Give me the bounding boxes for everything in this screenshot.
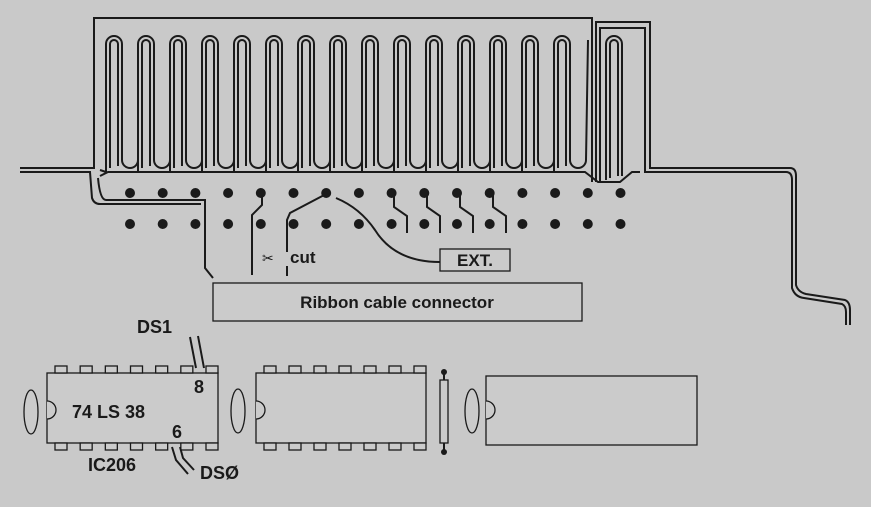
chip-pin: [263, 365, 277, 374]
solder-pad: [255, 188, 266, 198]
ext-label: EXT.: [457, 251, 493, 270]
chip-pin: [155, 365, 169, 374]
chip-pin: [104, 365, 118, 374]
ribbon-connector: [212, 282, 583, 322]
chip-pin: [288, 442, 302, 451]
chip-pin: [388, 365, 402, 374]
chip-label: 74 LS 38: [72, 402, 145, 422]
bus-trace: [99, 171, 640, 183]
solder-pad: [386, 219, 397, 229]
ribbon-connector-label: Ribbon cable connector: [300, 293, 494, 312]
heatsink-finger-right: [605, 35, 623, 180]
solder-pad: [353, 188, 364, 198]
heatsink-inner: [109, 39, 567, 168]
solder-pad: [288, 219, 299, 229]
solder-pad: [125, 219, 135, 229]
chip-pin: [388, 442, 402, 451]
solder-pad: [223, 188, 234, 198]
chip-pin: [338, 442, 352, 451]
ds0-label: DSØ: [200, 463, 239, 483]
resistor: [439, 379, 449, 444]
solder-pad: [190, 188, 201, 198]
ds0-wire: [171, 446, 195, 475]
chip-pin: [54, 442, 68, 451]
ds1-wire: [189, 335, 205, 369]
solder-pad: [517, 219, 528, 229]
chip-pin: [413, 442, 427, 451]
solder-pad: [452, 219, 462, 229]
chip-pin: [263, 442, 277, 451]
solder-pad: [517, 188, 528, 198]
dip-chip: [255, 372, 427, 444]
solder-pad: [255, 219, 266, 229]
solder-pad: [190, 219, 201, 229]
chip-pin: [205, 365, 219, 374]
cut-label: cut: [290, 248, 316, 267]
chip-pin: [205, 442, 219, 451]
chip-pin: [79, 365, 93, 374]
solder-pad: [615, 219, 626, 229]
chip-pin: [180, 442, 194, 451]
chip-pin: [155, 442, 169, 451]
ds1-label: DS1: [137, 317, 172, 337]
solder-pad: [419, 219, 430, 229]
solder-pad: [550, 188, 561, 198]
chip-pin: [288, 365, 302, 374]
mount-hole: [23, 389, 39, 435]
solder-pad: [321, 219, 332, 229]
chip-outline-empty: [485, 375, 698, 446]
mount-hole: [464, 388, 480, 434]
ext-box: [439, 248, 511, 272]
chip-pin: [413, 365, 427, 374]
solder-pad: [582, 219, 593, 229]
outer-trace: [20, 17, 851, 325]
scissors-icon: ✂: [262, 250, 274, 266]
solder-pad: [550, 219, 561, 229]
chip-pin: [313, 365, 327, 374]
chip-pin: [129, 442, 144, 451]
chip-pin: [338, 365, 352, 374]
solder-pad: [353, 219, 364, 229]
solder-pad: [484, 219, 495, 229]
chip-pin: [54, 365, 68, 374]
mount-hole: [230, 388, 246, 434]
serpentine-trace: [99, 35, 623, 180]
ic-label: IC206: [88, 455, 136, 475]
pin6-label: 6: [172, 422, 182, 442]
solder-pad: [288, 188, 299, 198]
chip-pin: [363, 442, 377, 451]
solder-pad: [582, 188, 593, 198]
solder-pad: [125, 188, 135, 198]
solder-pad: [157, 188, 168, 198]
chip-pin: [104, 442, 118, 451]
chip-pin: [363, 365, 377, 374]
heatsink-fingers: [99, 35, 589, 174]
chip-row: [46, 365, 427, 451]
pad-grid: [125, 188, 626, 229]
chip-pin: [180, 365, 194, 374]
pin8-label: 8: [194, 377, 204, 397]
chip-pin: [129, 365, 144, 374]
solder-pad: [615, 188, 626, 198]
chip-pin: [313, 442, 327, 451]
solder-pad: [157, 219, 168, 229]
chip-pin: [79, 442, 93, 451]
pad-traces: [251, 192, 507, 276]
solder-pad: [223, 219, 234, 229]
solder-pad: [386, 188, 397, 198]
